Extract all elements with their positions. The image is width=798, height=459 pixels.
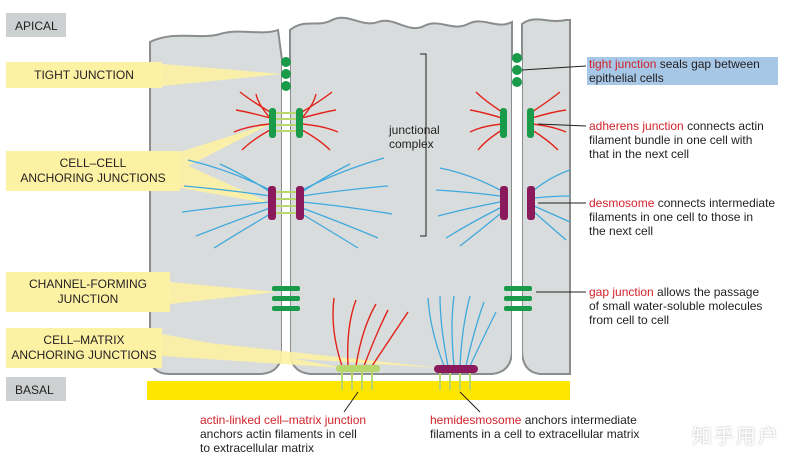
- desmosome-plaque: [268, 186, 276, 220]
- cell-cell-label-2: ANCHORING JUNCTIONS: [20, 171, 165, 185]
- tight-junction-box: [6, 62, 162, 88]
- actin-linked-desc-2: anchors actin filaments in cell: [200, 427, 357, 441]
- hemidesmosome-desc-2: filaments in a cell to extracellular mat…: [430, 427, 639, 441]
- gap-junction-bar: [272, 286, 300, 291]
- extracellular-matrix: [147, 381, 570, 400]
- junctional-complex-bracket: [420, 53, 427, 237]
- intercellular-gap-left: [282, 60, 290, 360]
- gap-junction-bar: [504, 296, 532, 301]
- actin-linked-desc-3: to extracellular matrix: [200, 441, 314, 455]
- basal-label: BASAL: [15, 383, 54, 397]
- left-label-boxes: APICAL TIGHT JUNCTION CELL–CELL ANCHORIN…: [6, 13, 180, 401]
- desmosome-desc-1: desmosome connects intermediate: [589, 196, 775, 210]
- adherens-desc-3: that in the next cell: [589, 147, 689, 161]
- callout-anchoring-a: [180, 122, 274, 170]
- actin-filaments-right: [469, 91, 567, 151]
- bottom-leader-lines: [343, 391, 481, 413]
- left-junctions: [181, 57, 393, 311]
- cell-matrix-label-1: CELL–MATRIX: [43, 333, 124, 347]
- gap-junction-desc-3: from cell to cell: [589, 313, 669, 327]
- intermediate-filaments-left: [181, 157, 393, 249]
- actin-filaments-matrix: [332, 297, 409, 367]
- middle-cell: [289, 16, 513, 375]
- cell-matrix-label-2: ANCHORING JUNCTIONS: [11, 348, 156, 362]
- adherens-linkers: [276, 112, 296, 132]
- right-labels: tight junction seals gap between epithel…: [587, 57, 778, 327]
- gap-junction-bar: [272, 296, 300, 301]
- tight-junction-highlight: [587, 57, 778, 85]
- tight-junction-bead: [512, 77, 522, 87]
- callout-channel: [170, 282, 276, 304]
- tight-junction-bead: [281, 57, 291, 67]
- apical-label: APICAL: [15, 19, 58, 33]
- tight-junction-desc-1: tight junction seals gap between: [589, 57, 760, 71]
- actin-linked-desc-1: actin-linked cell–matrix junction: [200, 413, 366, 427]
- adherens-plaque: [269, 108, 276, 138]
- desmosome-plaque: [500, 186, 508, 220]
- callout-tight: [162, 64, 282, 86]
- right-leader-lines: [521, 65, 587, 293]
- actin-linked-matrix-junction: [332, 297, 409, 390]
- gap-junction-desc-2: of small water-soluble molecules: [589, 299, 762, 313]
- channel-label-1: CHANNEL-FORMING: [29, 277, 147, 291]
- gap-junction-desc-1: gap junction allows the passage: [589, 285, 759, 299]
- desmosome-plaque: [527, 186, 535, 220]
- tight-junction-bead: [512, 53, 522, 63]
- channel-box: [6, 272, 170, 312]
- desmosome-desc-2: filaments in one cell to those in: [589, 210, 753, 224]
- adherens-desc-2: filament bundle in one cell with: [589, 133, 752, 147]
- tight-junction-bead: [281, 69, 291, 79]
- hemidesmosome-desc-1: hemidesmosome anchors intermediate: [430, 413, 637, 427]
- intercellular-gap-right: [512, 60, 522, 360]
- actin-filaments-left: [233, 91, 339, 151]
- tight-junction-label: TIGHT JUNCTION: [34, 68, 134, 82]
- junctional-complex-label-1: junctional: [388, 123, 440, 137]
- desmosome-plaque: [296, 186, 304, 220]
- actin-matrix-plaque: [336, 365, 380, 372]
- gap-junction-bar: [272, 306, 300, 311]
- apical-box: [6, 13, 66, 37]
- right-junctions: [435, 53, 571, 311]
- hemidesmosome: [427, 295, 497, 390]
- bottom-labels: actin-linked cell–matrix junction anchor…: [200, 413, 639, 455]
- hemidesmosome-legs: [439, 373, 471, 390]
- integrin-legs: [341, 372, 373, 390]
- tight-junction-bead: [512, 65, 522, 75]
- intermediate-filaments-matrix: [427, 295, 497, 367]
- basal-box: [6, 377, 66, 401]
- cell-cell-label-1: CELL–CELL: [60, 156, 127, 170]
- watermark: 知乎用户: [692, 424, 780, 448]
- adherens-plaque: [527, 108, 534, 138]
- gap-junction-bar: [504, 286, 532, 291]
- adherens-plaque: [296, 108, 303, 138]
- channel-label-2: JUNCTION: [58, 292, 119, 306]
- adherens-plaque: [500, 108, 507, 138]
- junctional-complex-label-2: complex: [389, 137, 434, 151]
- cell-matrix-box: [6, 328, 162, 368]
- intermediate-filaments-right: [435, 167, 571, 247]
- hemidesmosome-plaque: [434, 365, 478, 373]
- callout-wedges: [162, 64, 440, 368]
- desmosome-linkers: [276, 191, 296, 214]
- adherens-desc-1: adherens junction connects actin: [589, 119, 764, 133]
- tight-junction-bead: [281, 81, 291, 91]
- gap-junction-bar: [504, 306, 532, 311]
- cell-cell-box: [6, 151, 180, 191]
- tight-junction-desc-2: epithelial cells: [589, 71, 664, 85]
- desmosome-desc-3: the next cell: [589, 224, 653, 238]
- callout-matrix-b: [162, 338, 440, 368]
